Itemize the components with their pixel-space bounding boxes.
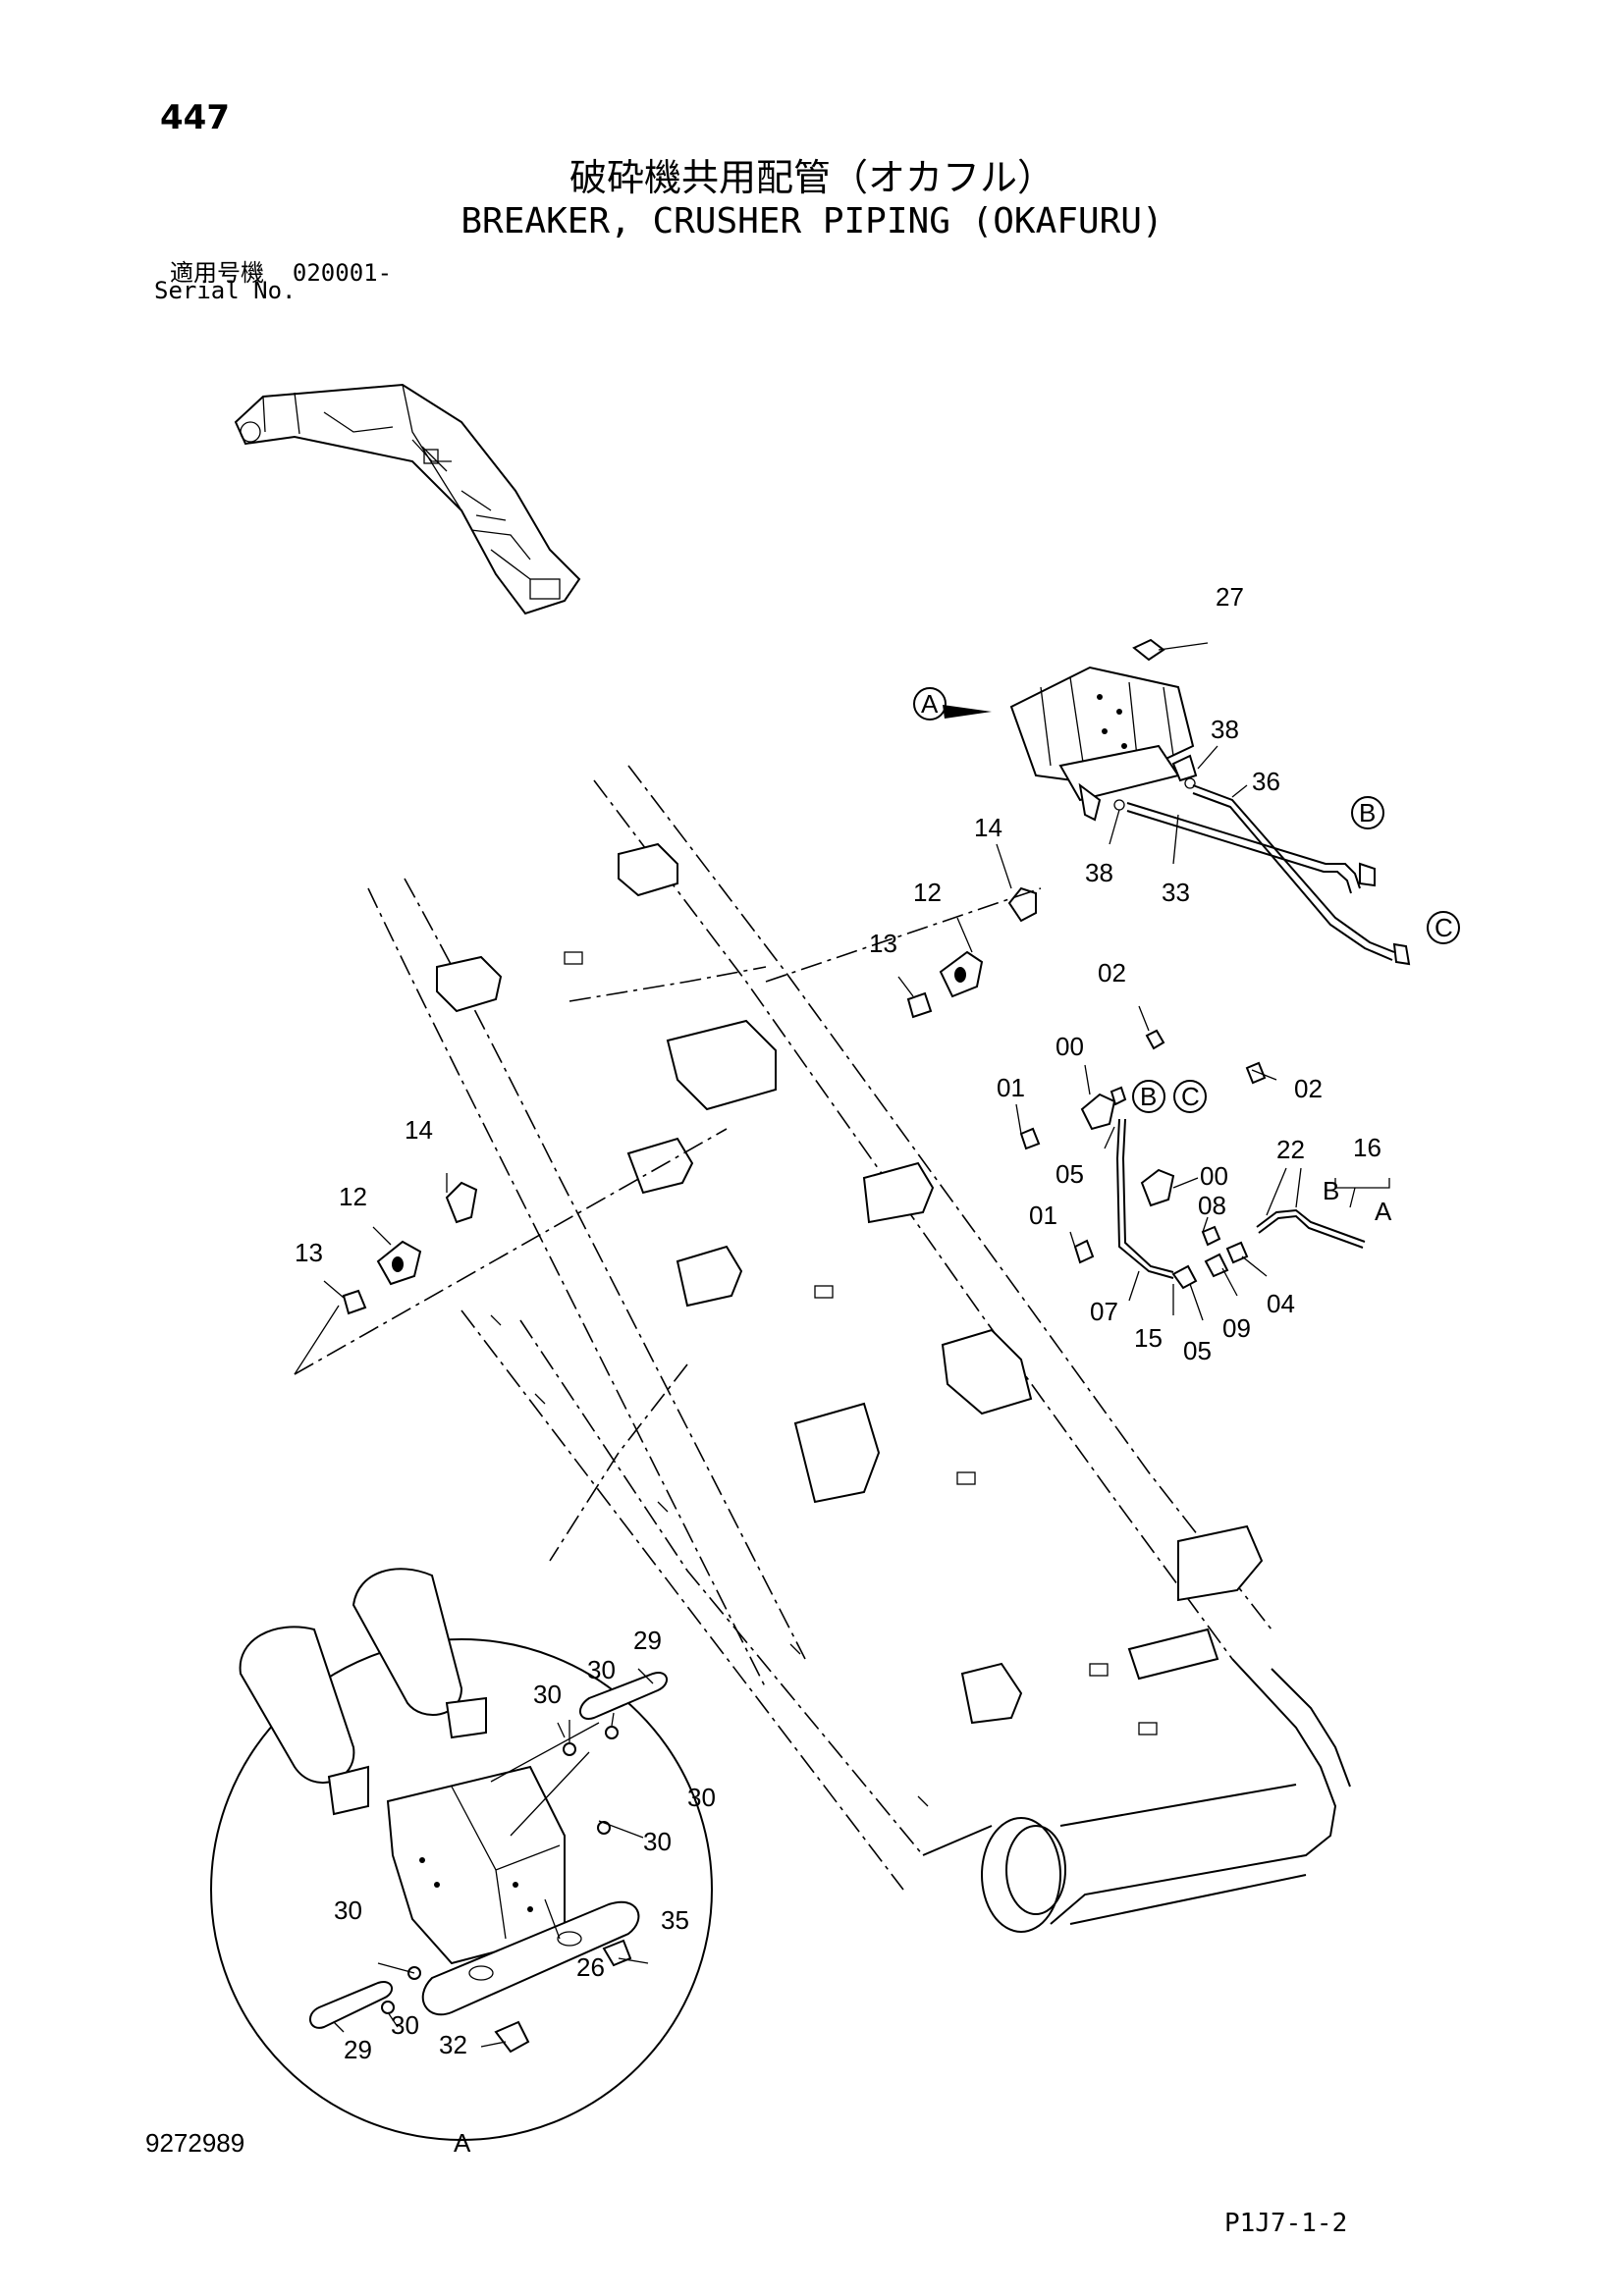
serial-label-jp-text: 適用号機	[170, 259, 264, 287]
callout-30: 30	[643, 1827, 672, 1856]
callout-08: 08	[1198, 1191, 1226, 1220]
callout-04: 04	[1267, 1289, 1295, 1318]
pipes-33-36	[1113, 777, 1411, 966]
callout-35: 35	[661, 1905, 689, 1935]
block-assembly-a	[1009, 638, 1198, 822]
callout-02: 02	[1294, 1074, 1323, 1103]
callout-30: 30	[334, 1896, 362, 1925]
callout-16: 16	[1353, 1133, 1381, 1162]
page-title-jp: 破砕機共用配管（オカフル）	[568, 156, 1055, 199]
ref-b-hose: B	[1323, 1176, 1339, 1205]
callout-13: 13	[869, 929, 897, 958]
valve-group-lower	[1073, 1061, 1390, 1290]
valve-group-upper	[1019, 1029, 1165, 1150]
ref-b-pipe: B	[1359, 798, 1376, 828]
callout-02: 02	[1098, 958, 1126, 988]
callout-30: 30	[533, 1680, 562, 1709]
callout-14: 14	[974, 813, 1002, 842]
reference-markers: A B C B C B A A	[454, 687, 1460, 2158]
overview-thumbnail	[234, 383, 581, 615]
callout-12: 12	[339, 1182, 367, 1211]
callout-12: 12	[913, 878, 942, 907]
parts-12-13-14-left	[294, 1128, 728, 1375]
callout-36: 36	[1252, 767, 1280, 796]
callout-38: 38	[1085, 858, 1113, 887]
ref-a-hose: A	[1375, 1197, 1392, 1226]
callout-labels: 27 38 36 38 33 14 12 13 02 00 01 02 05 0…	[295, 582, 1381, 2064]
callout-05: 05	[1056, 1159, 1084, 1189]
callout-29: 29	[344, 2035, 372, 2064]
ref-a-detail: A	[454, 2128, 471, 2158]
boom-outline	[367, 765, 1272, 1891]
parts-12-13-14-upper	[765, 886, 1042, 1019]
ref-b-valve: B	[1140, 1082, 1157, 1111]
callout-09: 09	[1222, 1313, 1251, 1343]
callout-30: 30	[391, 2010, 419, 2040]
callout-01: 01	[997, 1073, 1025, 1102]
callout-29: 29	[633, 1626, 662, 1655]
leader-lines	[323, 642, 1356, 2048]
callout-38: 38	[1211, 715, 1239, 744]
ref-c-valve: C	[1181, 1082, 1200, 1111]
ref-c-pipe: C	[1435, 913, 1453, 942]
callout-14: 14	[405, 1115, 433, 1145]
callout-32: 32	[439, 2030, 467, 2059]
callout-30: 30	[687, 1783, 716, 1812]
callout-27: 27	[1216, 582, 1244, 612]
callout-26: 26	[576, 1952, 605, 1982]
serial-label-en: Serial No.	[154, 277, 297, 304]
callout-13: 13	[295, 1238, 323, 1267]
callout-07: 07	[1090, 1297, 1118, 1326]
detail-view-a	[210, 1568, 713, 2141]
callout-00: 00	[1056, 1032, 1084, 1061]
callout-30: 30	[587, 1655, 616, 1684]
callout-05: 05	[1183, 1336, 1212, 1365]
serial-label-jp: 適用号機 020001-	[170, 253, 392, 288]
callout-33: 33	[1162, 878, 1190, 907]
callout-22: 22	[1276, 1135, 1305, 1164]
doc-number: 9272989	[145, 2128, 245, 2158]
callout-00: 00	[1200, 1161, 1228, 1191]
serial-value: 020001-	[292, 259, 393, 287]
callout-01: 01	[1029, 1201, 1057, 1230]
boom-body	[922, 1658, 1351, 1933]
ref-a-main: A	[921, 689, 939, 719]
page-title-en: BREAKER, CRUSHER PIPING (OKAFURU)	[460, 201, 1164, 241]
page-code: P1J7-1-2	[1224, 2209, 1348, 2238]
page-number: 447	[160, 98, 230, 137]
boom-brackets	[436, 842, 1264, 1807]
callout-15: 15	[1134, 1323, 1163, 1353]
